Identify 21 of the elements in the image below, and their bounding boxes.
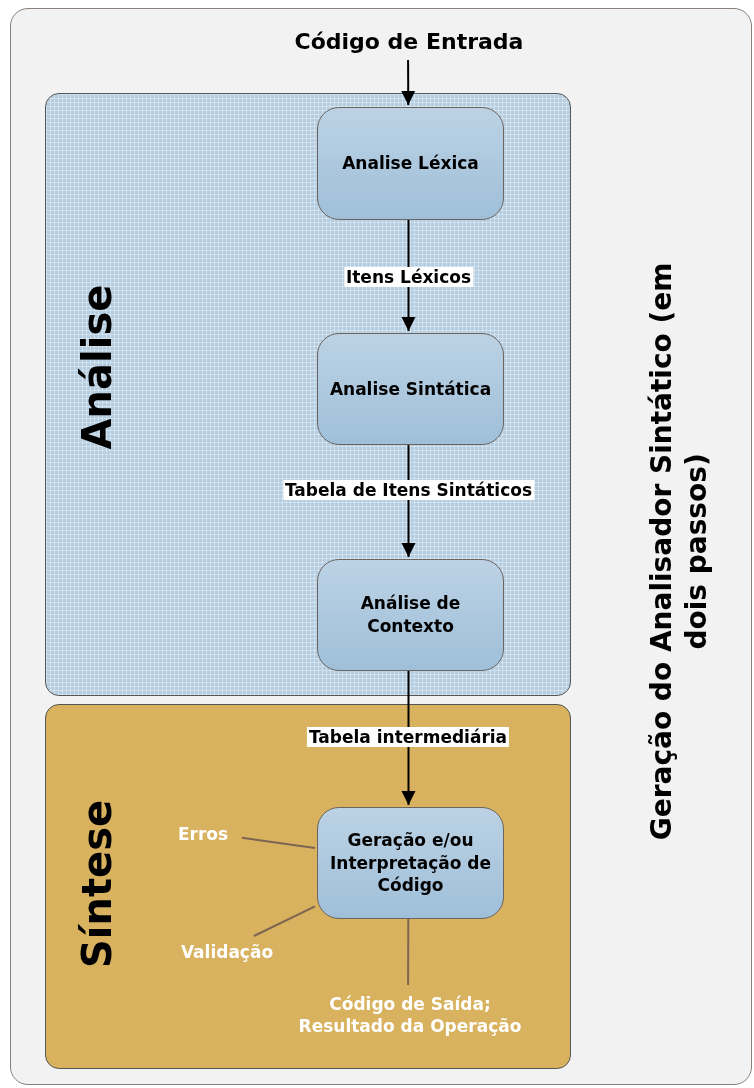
annotation-text: Código de Entrada [271,23,547,61]
panel-heading: Geração do Analisador Sintático (em dois passos) [644,261,714,842]
panel-heading: Síntese [73,798,121,971]
process-box: Analise Sintática [317,333,504,445]
leader-line [241,836,316,849]
outer-panel [10,8,752,1085]
annotation-text: Erros [162,820,244,848]
panel-heading: Análise [73,283,121,452]
process-box: Analise Léxica [317,107,504,220]
leader-line [407,916,410,986]
synthesis-panel [45,704,571,1069]
analysis-panel [45,93,571,696]
arrow [401,442,416,558]
leader-line [252,905,316,937]
edge-label: Tabela intermediária [306,727,510,747]
annotation-text: Código de Saída; Resultado da Operação [288,987,532,1043]
process-box: Análise de Contexto [317,559,504,671]
annotation-text: Validação [167,938,287,966]
edge-label: Tabela de Itens Sintáticos [282,480,535,500]
arrow [401,59,416,106]
process-box: Geração e/ou Interpretação de Código [317,807,504,919]
